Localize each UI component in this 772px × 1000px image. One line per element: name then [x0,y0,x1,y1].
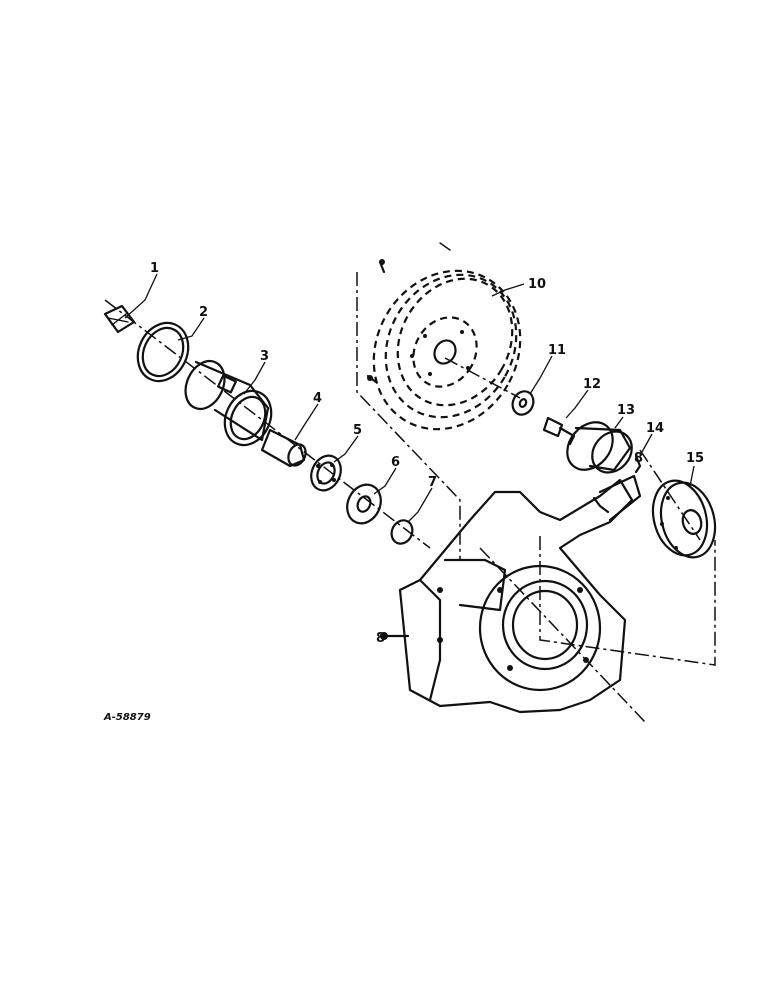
part-1-fitting [103,304,136,334]
callout-8-housing: 8 [376,631,385,646]
leader-lines [124,273,695,523]
part-10-flywheel [366,242,522,431]
center-lines [104,272,716,723]
part-6-washer [346,483,382,525]
callout-13: 13 [617,403,635,418]
part-7-snap-ring [390,519,414,545]
callout-4: 4 [313,391,322,406]
callout-11: 11 [548,343,566,358]
part-2-seal-ring [136,321,190,383]
part-11-washer [511,390,535,416]
part-14-pin [634,454,642,474]
callout-3: 3 [260,349,269,364]
part-5-bearing [310,454,342,492]
part-13-ring-gear [566,421,633,474]
part-3-housing [184,359,273,447]
callout-5: 5 [353,423,362,438]
callout-8-pin: 8 [634,451,643,466]
callout-1: 1 [150,261,159,276]
part-8-main-housing [380,474,642,714]
part-15-flange [651,479,717,559]
callout-7: 7 [428,475,437,490]
callout-6: 6 [391,455,400,470]
callout-10: 10 [528,277,546,292]
part-4-sleeve [260,428,307,468]
callout-15: 15 [686,451,704,466]
callout-12: 12 [583,377,601,392]
callout-2: 2 [199,305,208,320]
callouts: 1 2 3 4 5 6 7 8 8 10 11 12 13 14 15 [150,261,704,646]
callout-14: 14 [646,421,664,436]
part-12-bolt [542,416,576,446]
figure-id: A-58879 [103,712,151,723]
